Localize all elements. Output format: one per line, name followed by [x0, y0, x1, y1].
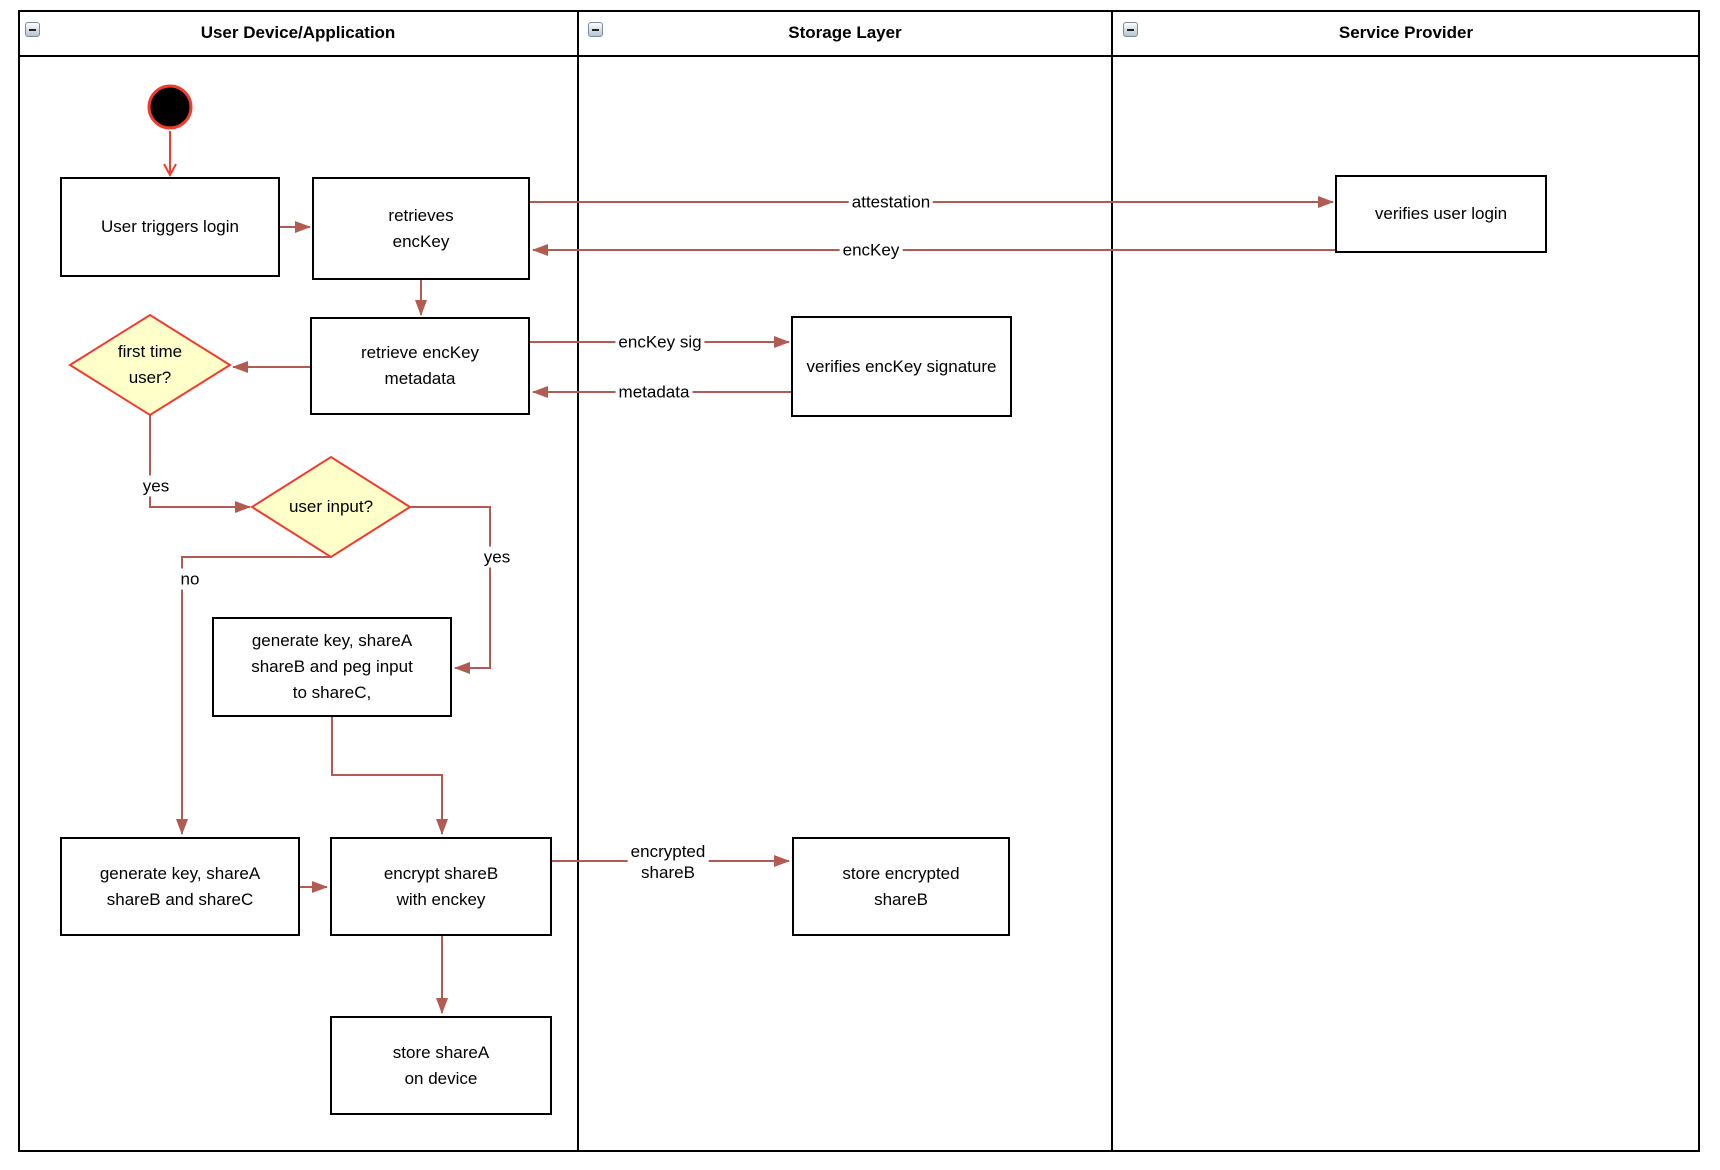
- edge-yes-to-generate-peg[interactable]: [410, 506, 491, 674]
- edge-label-enckey-sig[interactable]: encKey sig: [615, 331, 705, 353]
- edge-label-attestation[interactable]: attestation: [848, 191, 934, 213]
- node-label: User triggers login: [101, 217, 239, 236]
- node-label: store shareA on device: [392, 1042, 490, 1088]
- edge-no-to-generate-abc[interactable]: [176, 556, 331, 835]
- node-label: generate key, shareA shareB and peg inpu…: [251, 631, 413, 702]
- collapse-icon[interactable]: [588, 22, 603, 37]
- lane-title-user-device[interactable]: User Device/Application: [200, 23, 396, 42]
- pool-border: [18, 10, 1700, 1152]
- collapse-icon[interactable]: [25, 22, 40, 37]
- edge-label-enckey[interactable]: encKey: [839, 239, 903, 261]
- decision-first-time-user-label[interactable]: first time user?: [70, 315, 230, 415]
- node-label: generate key, shareA shareB and shareC: [99, 863, 261, 909]
- node-user-triggers-login[interactable]: User triggers login: [60, 177, 280, 277]
- edge-peg-to-encrypt[interactable]: [331, 717, 448, 835]
- node-label: retrieve encKey metadata: [360, 343, 480, 388]
- edge-label-no[interactable]: no: [177, 568, 203, 590]
- minus-glyph: [29, 28, 36, 31]
- node-store-sharea[interactable]: store shareA on device: [330, 1016, 552, 1115]
- node-label: verifies user login: [1374, 204, 1508, 223]
- node-label: verifies encKey signature: [806, 356, 997, 376]
- decision-user-input[interactable]: [250, 455, 412, 559]
- decision-label: first time user?: [117, 342, 183, 387]
- decision-first-time-user[interactable]: [68, 313, 232, 417]
- node-verifies-user-login[interactable]: verifies user login: [1335, 175, 1547, 253]
- node-label: store encrypted shareB: [842, 863, 960, 909]
- lane-title-service-provider[interactable]: Service Provider: [1338, 23, 1474, 42]
- minus-glyph: [592, 28, 599, 31]
- node-retrieve-enckey-metadata[interactable]: retrieve encKey metadata: [310, 317, 530, 415]
- edge-label-yes-first[interactable]: yes: [139, 475, 173, 497]
- edge-label-metadata[interactable]: metadata: [615, 381, 693, 403]
- minus-glyph: [1127, 28, 1134, 31]
- edge-yes-to-user-input[interactable]: [149, 415, 251, 513]
- node-store-encrypted-shareb[interactable]: store encrypted shareB: [792, 837, 1010, 936]
- start-node[interactable]: [147, 84, 193, 130]
- node-retrieves-enckey[interactable]: retrieves encKey: [312, 177, 530, 280]
- node-generate-shares[interactable]: generate key, shareA shareB and shareC: [60, 837, 300, 936]
- node-verifies-enckey-signature[interactable]: verifies encKey signature: [791, 316, 1012, 417]
- decision-user-input-label[interactable]: user input?: [252, 457, 410, 557]
- collapse-icon[interactable]: [1123, 22, 1138, 37]
- node-label: retrieves encKey: [388, 205, 454, 251]
- decision-label: user input?: [288, 497, 374, 516]
- node-encrypt-shareb[interactable]: encrypt shareB with enckey: [330, 837, 552, 936]
- edge-label-encrypted-shareb[interactable]: encrypted shareB: [627, 841, 709, 883]
- lane-title-storage-layer[interactable]: Storage Layer: [788, 23, 902, 42]
- node-generate-peg-input[interactable]: generate key, shareA shareB and peg inpu…: [212, 617, 452, 717]
- node-label: encrypt shareB with enckey: [383, 863, 499, 909]
- edge-label-yes-input[interactable]: yes: [480, 546, 514, 568]
